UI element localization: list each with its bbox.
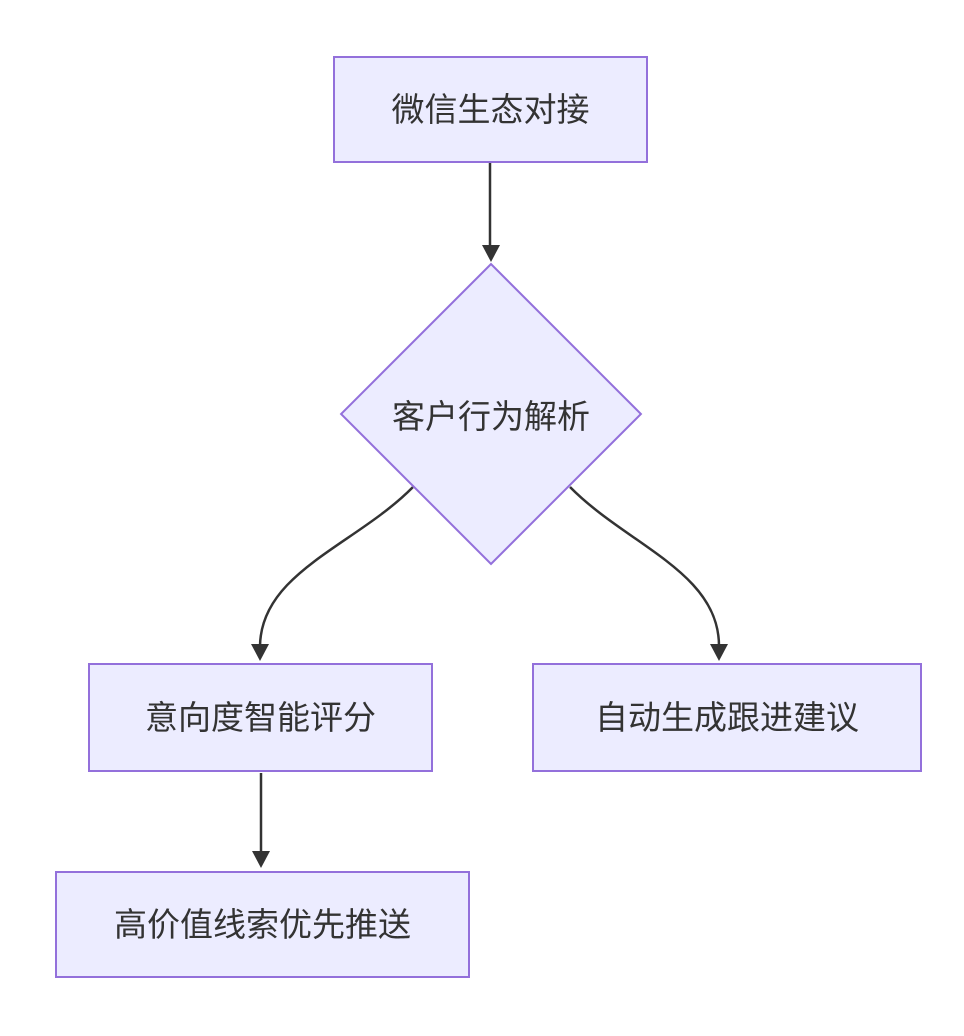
node-label: 自动生成跟进建议 [595,698,859,736]
edge-wechat-to-behavior [482,163,500,262]
node-label: 意向度智能评分 [145,698,376,736]
node-label: 微信生态对接 [391,90,590,128]
arrowhead-down-icon [710,644,728,661]
arrowhead-down-icon [482,245,500,262]
node-followup-suggestion: 自动生成跟进建议 [532,663,922,772]
node-high-value-push: 高价值线索优先推送 [55,871,470,978]
edge-intent-to-push [252,773,270,868]
node-label: 高价值线索优先推送 [114,905,411,943]
edge-behavior-to-followup [569,486,728,661]
node-label: 客户行为解析 [392,398,590,435]
node-intent-scoring: 意向度智能评分 [88,663,433,772]
node-behavior-analysis: 客户行为解析 [339,262,643,566]
node-wechat-ecosystem: 微信生态对接 [333,56,648,163]
arrowhead-down-icon [251,644,269,661]
arrowhead-down-icon [252,851,270,868]
edge-behavior-to-intent [251,486,414,661]
